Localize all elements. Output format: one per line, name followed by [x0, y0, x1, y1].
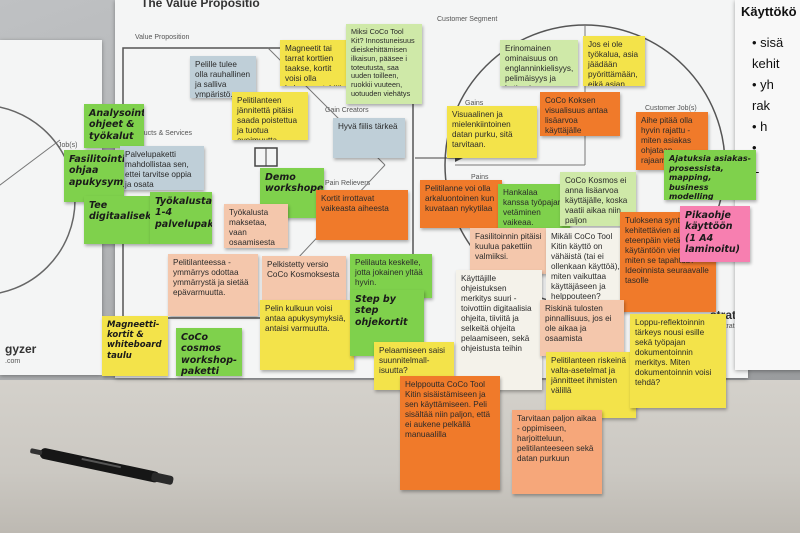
- sticky-note: Tarvitaan paljon aikaa - oppimiseen, har…: [512, 410, 602, 494]
- sticky-note: Kortit irrottavat vaikeasta aiheesta: [316, 190, 408, 240]
- sticky-note: Miksi CoCo Tool Kit? Innostuneisuus diei…: [346, 24, 422, 104]
- marker-pen-image: [30, 448, 174, 485]
- left-brand: gyzer: [5, 342, 37, 356]
- sticky-note: Hyvä fiilis tärkeä: [333, 118, 405, 158]
- right-line-5: • h: [752, 119, 768, 134]
- right-line-4: rak: [752, 98, 771, 113]
- right-line-6: •: [752, 140, 757, 155]
- sticky-note: Ajatuksia asiakas-prosessista, mapping, …: [664, 150, 756, 200]
- sticky-note: Loppu-reflektoinnin tärkeys nousi esille…: [630, 314, 726, 408]
- sticky-note: Työkalusta 1-4 palvelupaketti: [150, 192, 212, 244]
- canvas-title: The Value Propositio: [141, 0, 260, 10]
- products-services-label: Products & Services: [129, 130, 193, 137]
- sticky-note: Tee digitaaliseksi: [84, 196, 150, 244]
- sticky-note: Magneetti-kortit & whiteboard taulu: [102, 316, 168, 376]
- sticky-note: Palvelupaketti mahdollistaa sen, ettei t…: [120, 146, 204, 190]
- sticky-note: Pelitilanteen riskeinä valta-asetelmat j…: [546, 352, 636, 418]
- customer-jobs-label: Customer Job(s): [645, 105, 697, 112]
- sticky-note: CoCo cosmos workshop-paketti: [176, 328, 242, 376]
- sticky-note: Pikaohje käyttöön (1 A4 laminoitu): [680, 206, 750, 262]
- right-paper-title: Käyttökö: [741, 4, 797, 19]
- sticky-note: Hankalaa kanssa työpajan vetäminen vaike…: [498, 184, 570, 228]
- sticky-note: CoCo Kosmos ei anna lisäarvoa käyttäjäll…: [560, 172, 636, 226]
- right-line-3: • yh: [752, 77, 774, 92]
- sticky-note: Analysointiin ohjeet & työkalut: [84, 104, 144, 148]
- value-proposition-label: Value Proposition: [135, 34, 190, 41]
- right-line-1: • sisä: [752, 35, 784, 50]
- customer-segment-label: Customer Segment: [437, 16, 498, 23]
- sticky-note: Pelkistetty versio CoCo Kosmoksesta: [262, 256, 346, 304]
- sticky-note: Fasilitoinnin pitäisi kuulua pakettiin v…: [470, 228, 550, 274]
- sticky-note: Pelitilanteen jännitettä pitäisi saada p…: [232, 92, 308, 140]
- sticky-note: Mikäli CoCo Tool Kitin käyttö on vähäist…: [546, 228, 630, 304]
- sticky-note: Käyttäjille ohjeistuksen merkitys suuri …: [456, 270, 542, 390]
- sticky-note: CoCo Koksen visualisuus antaa lisäarvoa …: [540, 92, 620, 136]
- sticky-note: Helppoutta CoCo Tool Kitin sisäistämisee…: [400, 376, 500, 490]
- right-line-7: L: [752, 158, 800, 179]
- sticky-note: Pelitilanteessa - ymmärrys odottaa ymmär…: [168, 254, 258, 316]
- gain-creators-label: Gain Creators: [325, 107, 369, 114]
- right-line-2: kehit: [752, 56, 780, 71]
- sticky-note: Riskinä tulosten pinnallisuus, jos ei ol…: [540, 300, 624, 356]
- sticky-note: Pelitilanne voi olla arkaluontoinen kun …: [420, 180, 502, 228]
- sticky-note: Pelin kulkuun voisi antaa apukysymyksiä,…: [260, 300, 354, 370]
- left-brand-url: .com: [5, 358, 21, 365]
- sticky-note: Erinomainen ominaisuus on englanninkieli…: [500, 40, 578, 86]
- sticky-note: Magneetit tai tarrat korttien taakse, ko…: [280, 40, 352, 86]
- sticky-note: Pelille tulee olla rauhallinen ja salliv…: [190, 56, 256, 98]
- pain-relievers-label: Pain Relievers: [325, 180, 371, 187]
- left-jobs-label: Job(s): [58, 142, 78, 149]
- sticky-note: Fasilitointi ohjaa apukysymyksiä: [64, 150, 124, 202]
- right-paper-text: • sisä kehit • yh rak • h • L: [752, 32, 800, 179]
- sticky-note: Visuaalinen ja mielenkiintoinen datan pu…: [447, 106, 537, 158]
- gains-label: Gains: [465, 100, 484, 107]
- sticky-note: Työkalusta maksetaa, vaan osaamisesta: [224, 204, 288, 248]
- sticky-note: Jos ei ole työkalua, asia jäädään pyörit…: [583, 36, 645, 86]
- pains-label: Pains: [471, 174, 489, 181]
